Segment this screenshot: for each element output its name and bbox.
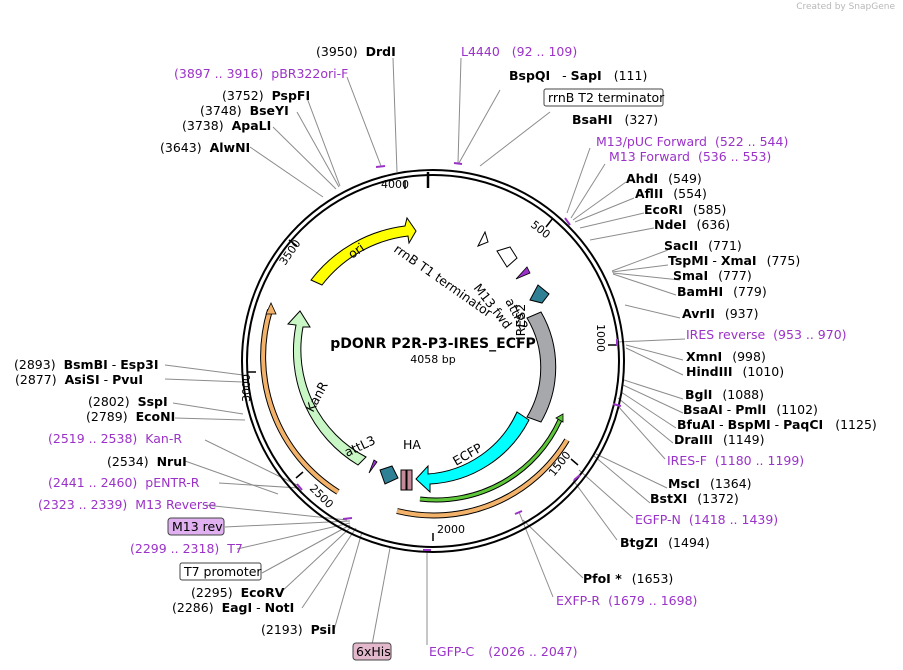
- svg-text:BsaHI(327): BsaHI(327): [572, 112, 658, 127]
- plasmid-size: 4058 bp: [410, 353, 455, 366]
- svg-text:EGFP-C(2026 .. 2047): EGFP-C(2026 .. 2047): [429, 644, 578, 659]
- svg-text:PfoI *(1653): PfoI *(1653): [583, 571, 673, 586]
- svg-text:BamHI(779): BamHI(779): [677, 284, 767, 299]
- svg-text:EGFP-N(1418 .. 1439): EGFP-N(1418 .. 1439): [635, 512, 778, 527]
- boxed-labels: rrnB T2 terminator M13 rev T7 promoter 6…: [167, 88, 665, 661]
- leader-lines: [164, 57, 686, 646]
- sapi-name: SapI: [571, 68, 602, 83]
- svg-text:BspQI - SapI(111): BspQI - SapI(111): [509, 68, 647, 83]
- svg-text:NdeI(636): NdeI(636): [654, 217, 730, 232]
- svg-text:(3643)AlwNI: (3643)AlwNI: [160, 140, 250, 155]
- rrnb-t1-arrow1: [476, 230, 489, 247]
- ires2-arc: [526, 311, 557, 423]
- svg-text:MscI(1364): MscI(1364): [668, 476, 752, 491]
- tick-2000: 2000: [437, 523, 465, 536]
- svg-text:AvrII(937): AvrII(937): [682, 306, 758, 321]
- rrnb-t2-label: rrnB T2 terminator: [548, 90, 665, 105]
- attl3-primer: [368, 459, 378, 474]
- rrnb-t1-arrow2: [496, 246, 518, 268]
- snapgene-credit: Created by SnapGene: [796, 2, 895, 12]
- tick-1000: 1000: [594, 324, 607, 352]
- svg-text:(3752)PspFI: (3752)PspFI: [222, 88, 310, 103]
- svg-text:(2299 .. 2318)T7: (2299 .. 2318)T7: [130, 541, 243, 556]
- svg-text:AhdI(549): AhdI(549): [626, 171, 702, 186]
- attr2-feature: [529, 284, 550, 304]
- svg-text:IRES reverse(953 .. 970): IRES reverse(953 .. 970): [686, 327, 847, 342]
- svg-text:(2323 .. 2339)M13 Reverse: (2323 .. 2339)M13 Reverse: [38, 497, 216, 512]
- t7-promoter-label: T7 promoter: [183, 564, 262, 579]
- backbone: [241, 169, 625, 553]
- attl3-feature: [379, 465, 399, 485]
- svg-text:(2893)BsmBI - Esp3I: (2893)BsmBI - Esp3I: [14, 357, 159, 372]
- rrnb-t1-label: rrnB T1 terminator: [391, 241, 496, 320]
- tick-3000: 3000: [240, 374, 253, 402]
- svg-text:(2193)PsiI: (2193)PsiI: [261, 622, 336, 637]
- tick-marks: [247, 181, 617, 541]
- svg-text:BfuAI - BspMI - PaqCI(1125): BfuAI - BspMI - PaqCI(1125): [677, 417, 877, 432]
- plasmid-name: pDONR P2R-P3-IRES_ECFP: [330, 336, 536, 352]
- svg-text:M13/pUC Forward(522 .. 544): M13/pUC Forward(522 .. 544): [596, 134, 788, 149]
- right-labels: BspQI - SapI(111) BsaHI(327) M13/pUC For…: [429, 68, 877, 659]
- m13-rev-label: M13 rev: [172, 519, 223, 534]
- ires2-label: IRES2: [513, 304, 528, 340]
- svg-text:(3748)BseYI: (3748)BseYI: [200, 103, 289, 118]
- bspqi-name: BspQI: [509, 68, 550, 83]
- m13fwd-feature: [515, 266, 531, 280]
- svg-text:EcoRI(585): EcoRI(585): [644, 202, 726, 217]
- svg-text:XmnI(998): XmnI(998): [686, 349, 766, 364]
- bspqi-pos: (111): [614, 68, 648, 83]
- svg-text:(2534)NruI: (2534)NruI: [107, 454, 187, 469]
- svg-text:(3897 .. 3916)pBR322ori-F: (3897 .. 3916)pBR322ori-F: [174, 66, 348, 81]
- svg-text:SacII(771): SacII(771): [664, 238, 742, 253]
- svg-text:IRES-F(1180 .. 1199): IRES-F(1180 .. 1199): [667, 453, 804, 468]
- svg-text:BstXI(1372): BstXI(1372): [650, 491, 739, 506]
- features: ori rrnB T1 terminator M13 fwd attR2 IRE…: [260, 216, 570, 519]
- svg-text:(2877)AsiSI - PvuI: (2877)AsiSI - PvuI: [15, 372, 143, 387]
- svg-text:BglI(1088): BglI(1088): [685, 387, 764, 402]
- svg-text:M13 Forward(536 .. 553): M13 Forward(536 .. 553): [609, 149, 771, 164]
- tick-500: 500: [528, 218, 553, 241]
- svg-text:BtgZI(1494): BtgZI(1494): [620, 535, 710, 550]
- svg-text:(3738)ApaLI: (3738)ApaLI: [182, 118, 271, 133]
- kanr-arrow: [286, 310, 367, 466]
- svg-text:HindIII(1010): HindIII(1010): [686, 364, 784, 379]
- svg-text:BsaAI - PmlI(1102): BsaAI - PmlI(1102): [683, 402, 818, 417]
- primer-marks: [296, 162, 622, 551]
- svg-text:(2286)EagI - NotI: (2286)EagI - NotI: [172, 600, 294, 615]
- 6xhis-label: 6xHis: [356, 644, 391, 659]
- tick-4000: 4000: [381, 178, 409, 191]
- svg-text:(2789)EcoNI: (2789)EcoNI: [86, 409, 175, 424]
- svg-text:(2441 .. 2460)pENTR-R: (2441 .. 2460)pENTR-R: [48, 475, 200, 490]
- ha-label: HA: [403, 437, 421, 452]
- svg-text:TspMI - XmaI(775): TspMI - XmaI(775): [668, 253, 800, 268]
- svg-text:(2519 .. 2538)Kan-R: (2519 .. 2538)Kan-R: [48, 431, 182, 446]
- svg-text:(3950)DrdI: (3950)DrdI: [316, 44, 396, 59]
- ecfp-arrow: [415, 411, 530, 494]
- svg-text:(2802)SspI: (2802)SspI: [88, 394, 168, 409]
- ori-arrow: [310, 216, 417, 286]
- svg-text:SmaI(777): SmaI(777): [673, 268, 752, 283]
- svg-text:(2295)EcoRV: (2295)EcoRV: [191, 585, 285, 600]
- svg-text:AflII(554): AflII(554): [635, 186, 707, 201]
- svg-text:DraIII(1149): DraIII(1149): [674, 432, 765, 447]
- ha-feature: [400, 469, 407, 491]
- left-labels: (3950)DrdI L4440(92 .. 109) (3897 .. 391…: [14, 44, 577, 637]
- svg-text:EXFP-R(1679 .. 1698): EXFP-R(1679 .. 1698): [556, 593, 697, 608]
- svg-text:L4440(92 .. 109): L4440(92 .. 109): [461, 44, 577, 59]
